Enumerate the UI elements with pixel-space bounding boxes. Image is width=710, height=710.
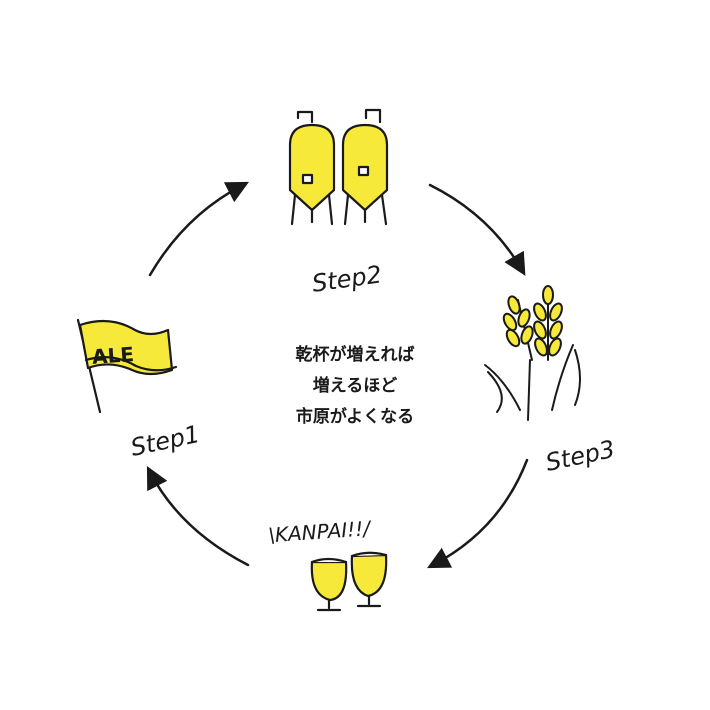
arrow-step2-to-step3 [428,183,526,276]
arrow-step3-to-kanpai [427,458,529,569]
step3-label: Step3 [543,435,617,477]
step2-label: Step2 [310,260,383,297]
center-line-1: 乾杯が増えれば [295,345,415,365]
kanpai-label: \KANPAI!!/ [267,516,373,547]
wheat-icon [484,285,581,421]
center-line-2: 増えるほど [312,376,398,396]
step1-label: Step1 [128,420,202,462]
arrow-kanpai-to-step1 [146,466,250,567]
flag-text: ALE [91,342,134,369]
brewing-tanks-icon [288,108,389,226]
beer-glasses-icon [310,551,388,612]
arrow-step1-to-step2 [148,181,249,277]
center-message: 乾杯が増えれば 増えるほど 市原がよくなる [235,340,475,433]
center-line-3: 市原がよくなる [295,407,415,427]
ale-flag-icon [76,318,178,414]
